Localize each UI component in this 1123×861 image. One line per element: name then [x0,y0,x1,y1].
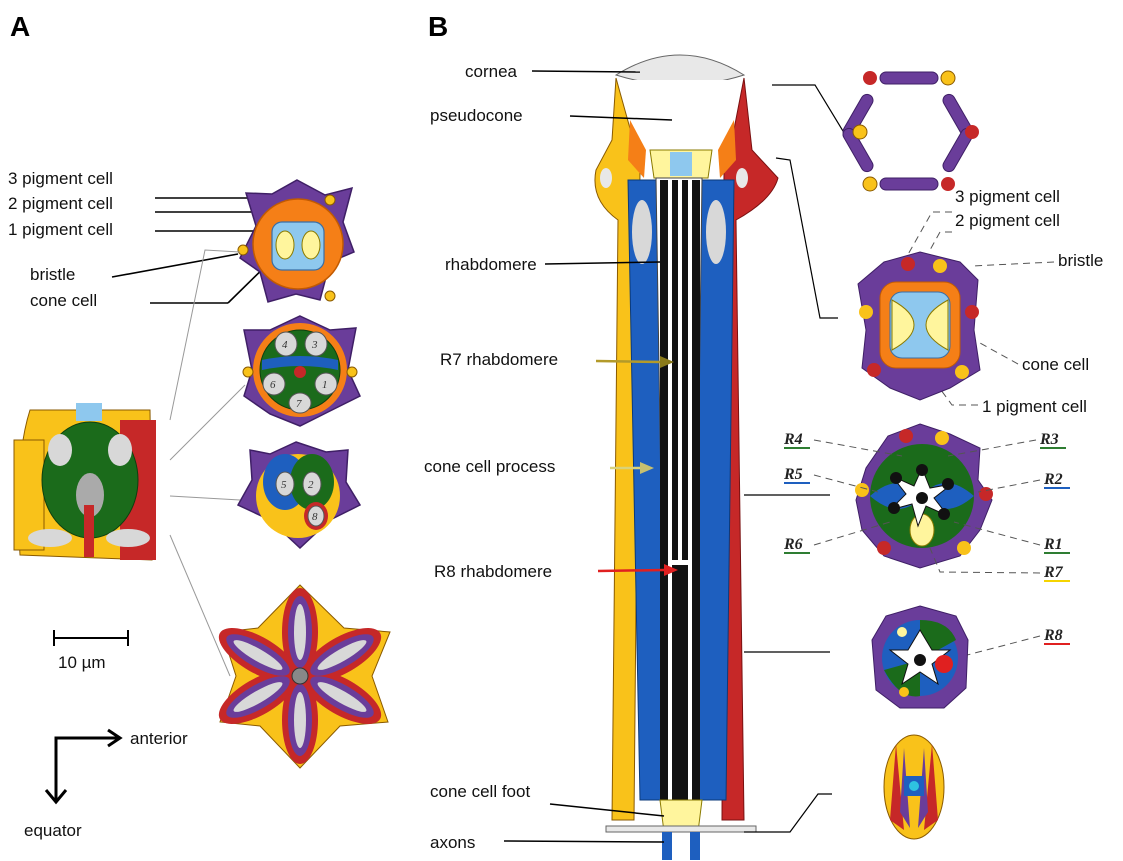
b-longitudinal-ommatidium [595,55,778,860]
b-section-cone-level [858,252,980,400]
a-num-4: 4 [282,339,288,351]
a-section-basal [211,585,390,768]
a-section-r1-r7: 4 3 6 1 7 [243,316,360,426]
a-num-7: 7 [296,398,302,410]
label-b-cone-cell: cone cell [1022,355,1089,374]
label-b-rhabdomere: rhabdomere [445,255,537,274]
panel-a-label: A [10,11,30,42]
a-connector-lines [170,250,245,676]
label-b-pseudocone: pseudocone [430,106,523,125]
label-b-r8-rhabdomere: R8 rhabdomere [434,562,552,581]
a-num-2: 2 [308,479,314,491]
label-r4: R4 [783,431,803,448]
label-b-pigment3: 3 pigment cell [955,187,1060,206]
a-num-6: 6 [270,379,276,391]
a-num-1: 1 [322,379,328,391]
axis-equator-label: equator [24,821,82,840]
label-b-cone-cell-foot: cone cell foot [430,782,530,801]
label-b-pigment2: 2 pigment cell [955,211,1060,230]
label-b-pigment1: 1 pigment cell [982,397,1087,416]
label-b-axons: axons [430,833,475,852]
label-r2: R2 [1043,471,1063,488]
b-section-hexagon [841,71,979,191]
panel-b-label: B [428,11,448,42]
orientation-axes [46,730,120,802]
a-section-cone-level [238,180,354,302]
b-section-r8 [872,606,968,708]
label-b-bristle: bristle [1058,251,1103,270]
label-a-pigment1: 1 pigment cell [8,220,113,239]
label-r8: R8 [1043,627,1063,644]
label-b-cornea: cornea [465,62,518,81]
axis-anterior-label: anterior [130,729,188,748]
label-a-cone-cell: cone cell [30,291,97,310]
scale-bar-label: 10 µm [58,653,106,672]
label-a-pigment2: 2 pigment cell [8,194,113,213]
label-a-bristle: bristle [30,265,75,284]
a-longitudinal-ommatidium [14,403,156,560]
a-num-5: 5 [281,479,287,491]
a-num-8: 8 [312,511,318,523]
label-b-r7-rhabdomere: R7 rhabdomere [440,350,558,369]
a-section-r8: 5 2 8 [238,442,360,548]
label-r3: R3 [1039,431,1059,448]
label-r7: R7 [1043,564,1064,581]
label-r5: R5 [783,466,803,483]
a-num-3: 3 [311,339,318,351]
label-r1: R1 [1043,536,1063,553]
label-a-pigment3: 3 pigment cell [8,169,113,188]
label-b-cone-cell-process: cone cell process [424,457,555,476]
label-r6: R6 [783,536,803,553]
b-section-r1-r7 [855,424,993,568]
scale-bar [54,630,128,646]
b-section-base [884,735,944,839]
